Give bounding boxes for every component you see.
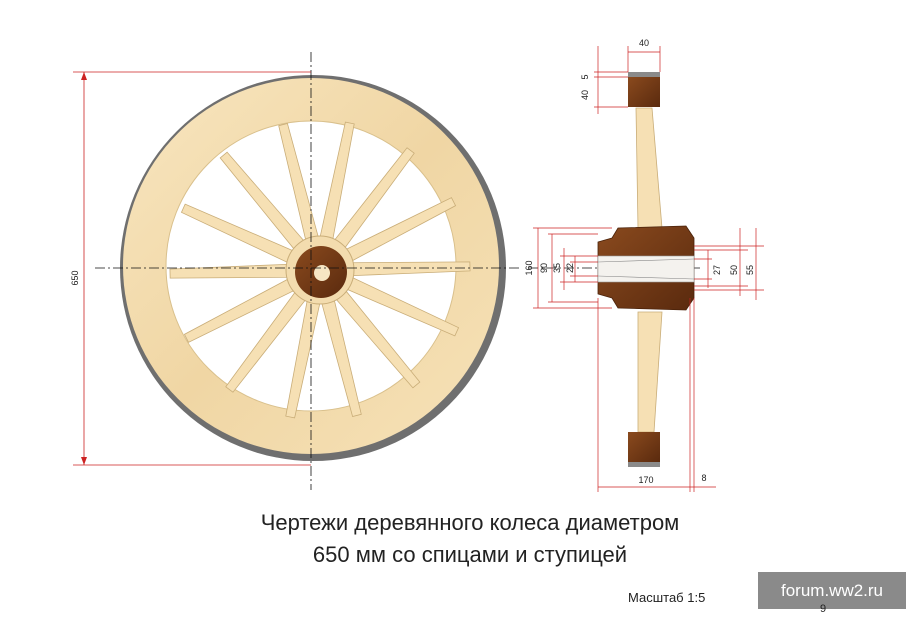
dim-hub-27: 27 [712, 265, 722, 275]
wheel-front-view [95, 52, 520, 490]
side-dimensions [533, 46, 764, 492]
axle-hole [314, 265, 330, 281]
dim-hub-22: 22 [565, 263, 575, 273]
rim-bottom-section [628, 432, 660, 462]
dim-hub-50: 50 [729, 265, 739, 275]
wheel-side-view [528, 72, 702, 467]
diameter-dimension [73, 71, 311, 466]
dim-rim-offset: 5 [580, 74, 590, 79]
dim-hub-35: 35 [552, 263, 562, 273]
scale-label: Масштаб 1:5 [628, 590, 706, 605]
dim-rim-height: 40 [580, 90, 590, 100]
upper-spoke-section [635, 107, 663, 229]
diameter-label: 650 [70, 270, 80, 285]
dim-hub-gap: 8 [701, 473, 706, 483]
dim-hub-160: 160 [524, 260, 534, 275]
dim-rim-width: 40 [639, 38, 649, 48]
dim-hub-55: 55 [745, 265, 755, 275]
caption-line-2: 650 мм со спицами и ступицей [312, 542, 628, 567]
dim-hub-90: 90 [539, 263, 549, 273]
rim-top-section [628, 77, 660, 107]
dim-hub-length: 170 [638, 475, 653, 485]
watermark: forum.ww2.ru [758, 572, 906, 609]
page-number: 9 [820, 603, 827, 615]
rim-bottom-iron [628, 462, 660, 467]
rim-top-iron [628, 72, 660, 77]
hub-bore [597, 255, 695, 283]
caption-line-1: Чертежи деревянного колеса диаметром [260, 510, 680, 535]
lower-spoke-section [637, 311, 663, 433]
spokes-group [169, 121, 471, 419]
